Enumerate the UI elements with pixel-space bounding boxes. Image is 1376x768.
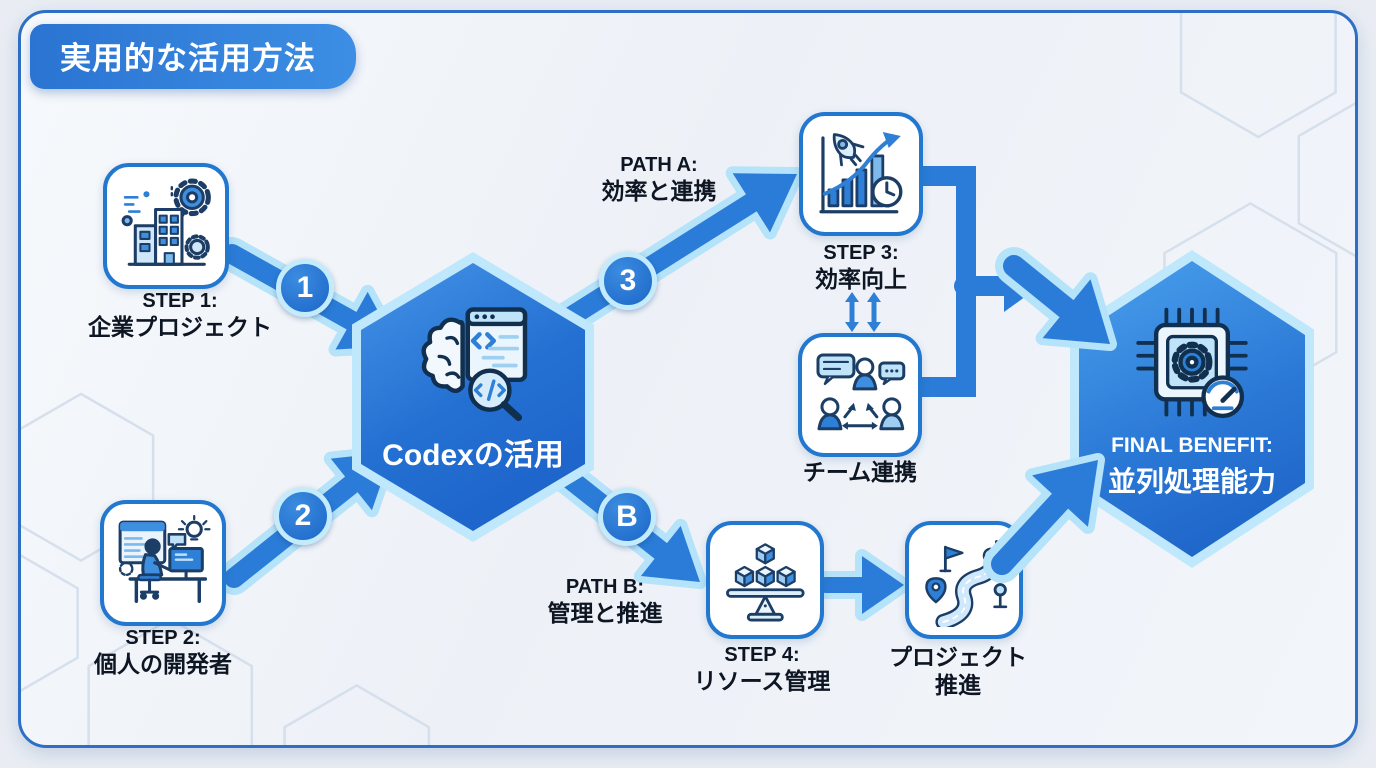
building-gears-icon xyxy=(121,178,212,267)
step2-label-line2: 個人の開発者 xyxy=(94,651,232,678)
path-a-line1: PATH A: xyxy=(620,154,698,176)
badge-b: B xyxy=(598,488,656,546)
project-label-line1: プロジェクト xyxy=(889,644,1027,670)
team-card xyxy=(798,333,922,457)
step4-card xyxy=(706,521,824,639)
team-label-text: チーム連携 xyxy=(802,459,918,485)
step2-card xyxy=(100,500,226,626)
page-title: 実用的な活用方法 xyxy=(30,24,356,89)
project-label: プロジェクト 推進 xyxy=(838,643,1078,699)
rocket-growth-chart-icon xyxy=(819,132,903,214)
path-b-label: PATH B: 管理と推進 xyxy=(485,575,725,627)
step1-label-line1: STEP 1: xyxy=(142,290,218,312)
step4-label: STEP 4: リソース管理 xyxy=(642,643,882,695)
background-hexagon-outline xyxy=(21,554,79,692)
brain-code-search-icon xyxy=(421,307,528,422)
badge-2: 2 xyxy=(274,487,332,545)
step4-label-line2: リソース管理 xyxy=(693,668,831,695)
step4-label-line1: STEP 4: xyxy=(724,644,800,666)
step3-label: STEP 3: 効率向上 xyxy=(741,241,981,293)
step2-label: STEP 2: 個人の開発者 xyxy=(43,626,283,678)
badge-3: 3 xyxy=(599,252,657,310)
cubes-balance-icon xyxy=(725,542,805,622)
project-card xyxy=(905,521,1023,639)
path-b-line2: 管理と推進 xyxy=(547,600,663,627)
final-label-line1: FINAL BENEFIT: xyxy=(1111,434,1273,457)
sync-arrows-icon xyxy=(845,292,881,332)
step2-label-line1: STEP 2: xyxy=(125,627,201,649)
chip-gauge-icon xyxy=(1136,307,1248,419)
team-label: チーム連携 xyxy=(740,458,980,486)
step3-label-line2: 効率向上 xyxy=(815,266,907,293)
background-hexagon-outline xyxy=(1297,102,1355,258)
codex-hexagon-label: Codexの活用 xyxy=(382,439,564,472)
path-a-label: PATH A: 効率と連携 xyxy=(539,153,779,205)
final-benefit-hexagon: FINAL BENEFIT: 並列処理能力 xyxy=(1070,250,1314,568)
path-b-line1: PATH B: xyxy=(565,576,645,598)
final-label-line2: 並列処理能力 xyxy=(1107,466,1276,497)
step3-card xyxy=(799,112,923,236)
background-hexagon-outline xyxy=(283,684,431,745)
roadmap-flags-icon xyxy=(924,539,1012,628)
developer-at-desk-icon xyxy=(118,515,211,604)
project-label-line2: 推進 xyxy=(935,672,981,699)
step3-label-line1: STEP 3: xyxy=(823,242,899,264)
team-collaboration-icon xyxy=(816,353,906,431)
background-hexagon-outline xyxy=(21,392,155,562)
path-a-line2: 効率と連携 xyxy=(601,178,717,205)
background-hexagon-outline xyxy=(1179,13,1337,139)
badge-1: 1 xyxy=(276,259,334,317)
background-hexagon-outline xyxy=(87,617,254,745)
step1-label: STEP 1: 企業プロジェクト xyxy=(60,289,300,341)
step1-label-line2: 企業プロジェクト xyxy=(88,314,272,341)
codex-hexagon: Codexの活用 xyxy=(352,252,594,542)
step1-card xyxy=(103,163,229,289)
